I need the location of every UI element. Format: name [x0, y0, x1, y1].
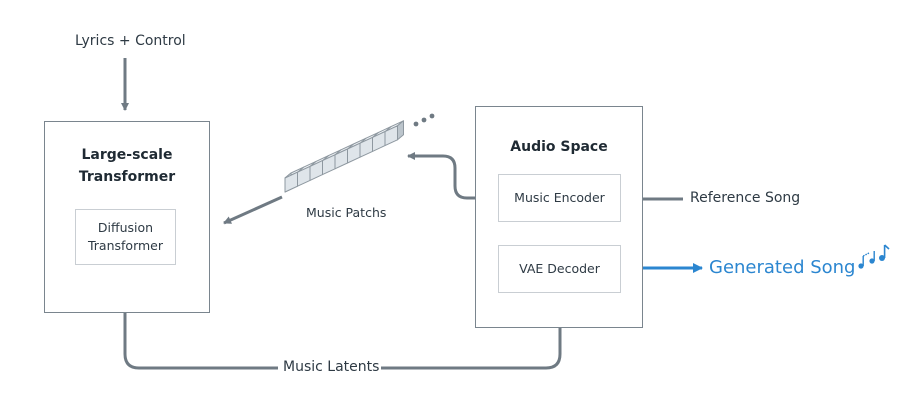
latents-path-right: [380, 301, 564, 370]
latents-path-left: [123, 268, 278, 370]
music-encoder-box: Music Encoder: [498, 174, 621, 222]
lyrics-control-label: Lyrics + Control: [75, 33, 186, 49]
patches-to-transformer-arrow: [223, 195, 283, 225]
music-latents-label: Music Latents: [281, 359, 382, 375]
reference-song-label: Reference Song: [690, 190, 801, 206]
vae-decoder-box: VAE Decoder: [498, 245, 621, 293]
encoder-to-patches-arrow: [407, 152, 497, 200]
diffusion-line2: Transformer: [87, 238, 163, 253]
music-notes-icon: [858, 244, 890, 269]
patch-cube-side: [397, 120, 404, 141]
music-patch-cubes: [284, 120, 404, 193]
transformer-title-line2: Transformer: [78, 169, 176, 185]
ellipsis-icon: [413, 113, 435, 127]
transformer-title-line1: Large-scale: [81, 147, 173, 163]
transformer-title: Large-scale Transformer: [45, 144, 209, 188]
diffusion-line1: Diffusion: [97, 220, 154, 235]
audio-space-title: Audio Space: [510, 139, 608, 155]
music-patches-label: Music Patchs: [306, 205, 387, 220]
generated-song-label: Generated Song: [709, 257, 856, 278]
patch-cube-front: [284, 171, 298, 193]
diffusion-transformer-box: Diffusion Transformer: [75, 209, 176, 265]
